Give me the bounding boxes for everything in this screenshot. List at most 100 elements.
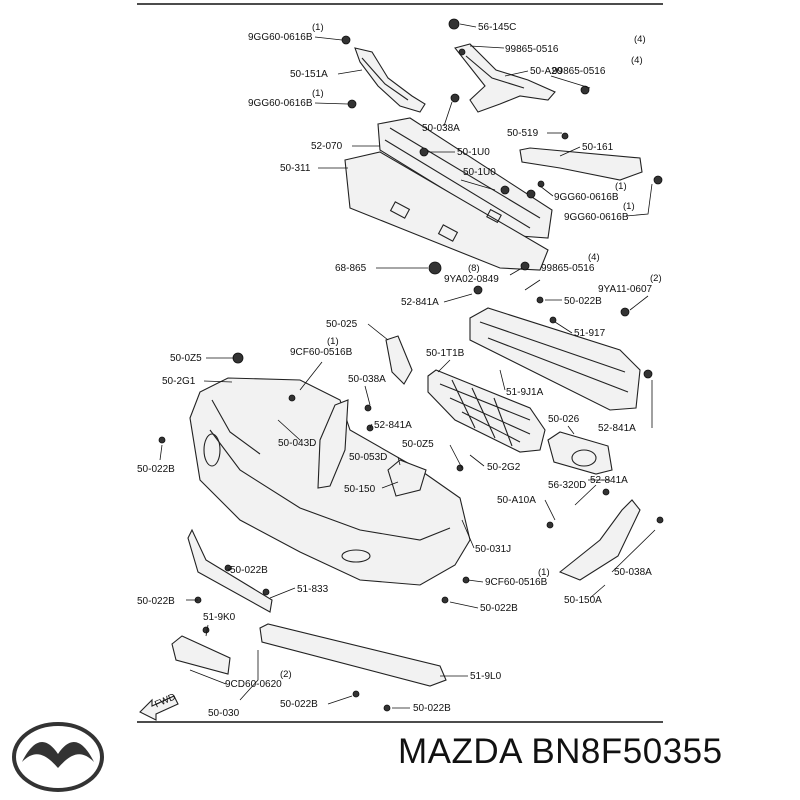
callout-quantity: (2) [280,669,292,680]
lower-lip-left [187,528,273,613]
callout-part-code: 50-022B [230,565,268,576]
leader-line [449,444,463,469]
leader-line [369,423,373,429]
leader-line [443,293,473,303]
callout-part-code: 50-161 [582,142,614,153]
clip-dot [419,147,429,157]
callout-part-code: 50-0Z5 [402,439,434,450]
callout-quantity: (4) [588,252,600,263]
leader-line [364,385,371,406]
fwd-arrow: FWD [139,691,179,721]
callout-part-code: 50-022B [137,596,175,607]
bolt-dot [262,588,270,596]
brand-part-number: MAZDA BN8F50355 [398,732,723,772]
callout-part-code: 50-0Z5 [170,353,202,364]
leader-line [299,361,323,391]
lower-lip-center [259,623,447,687]
tow-hook-cover [171,635,231,675]
retainer-bracket [387,459,427,497]
callout-quantity: (1) [615,181,627,192]
bolt-dot [520,261,530,271]
callout-part-code: 50-038A [422,123,460,134]
callout-part-code: 56-320D [548,480,586,491]
leader-line [381,481,399,489]
callout-part-code: 52-070 [311,141,343,152]
callout-part-code: 50-519 [507,128,539,139]
callout-part-code: 9GG60-0616B [564,212,629,223]
leader-line [504,70,529,77]
leader-line [205,624,209,637]
leader-line [574,484,597,506]
part-number: BN8F50355 [531,732,723,771]
callout-part-code: 9CF60-0516B [485,577,548,588]
callout-part-code: 50-150 [344,484,376,495]
callout-part-code: 50-022B [564,296,602,307]
leader-line [544,499,556,521]
leader-line [437,359,451,373]
clip-dot [473,285,483,295]
leader-line [629,295,649,311]
side-support-left [317,399,349,489]
reinforcement-beam [377,117,553,239]
bolt-dot [158,436,166,444]
callout-part-code: 50-030 [208,708,240,719]
callout-quantity: (8) [468,263,480,274]
callout-part-code: 50-043D [278,438,316,449]
leader-lines [159,23,656,709]
bolt-dot [602,488,610,496]
leader-line [239,650,259,701]
callout-part-code: 99865-0516 [541,263,595,274]
brand-name: MAZDA [398,732,522,771]
lower-absorber [469,307,641,411]
clip-dot [643,369,653,379]
mazda-logo-icon [12,722,104,792]
fog-cover-left [385,335,413,385]
leader-line [625,183,653,217]
leader-line [189,669,227,685]
callout-labels: 9GG60-0616B(1)56-145C99865-0516(4)50-151… [137,22,662,719]
callout-part-code: 50-150A [564,595,602,606]
callout-part-code: 50-022B [137,464,175,475]
callout-quantity: (1) [327,336,339,347]
leader-line [524,279,541,291]
bolt-dot [352,690,360,698]
callout-part-code: 9CF60-0516B [290,347,353,358]
upper-bracket-left [341,35,426,113]
callout-part-code: 51-9J1A [506,387,544,398]
callout-part-code: 56-145C [478,22,516,33]
bolt-dot [656,516,664,524]
callout-quantity: (4) [634,34,646,45]
callout-part-code: 99865-0516 [505,44,559,55]
callout-part-code: 50-1T1B [426,348,465,359]
callout-part-code: 50-026 [548,414,580,425]
leader-line [459,23,477,28]
leader-line [227,567,233,571]
leader-line [277,419,301,441]
callout-part-code: 9YA11-0607 [598,284,653,295]
callout-quantity: (1) [623,201,635,212]
upper-bracket-right [448,18,590,140]
leader-line [611,529,656,573]
leader-line [469,454,485,467]
leader-line [327,695,353,705]
leader-line [449,601,479,609]
leader-line [499,369,506,391]
callout-part-code: 50-031J [475,544,511,555]
clip-dot [232,352,244,364]
center-grille [427,369,546,453]
leader-line [554,321,573,334]
callout-part-code: 50-038A [348,374,386,385]
callout-part-code: 9GG60-0616B [248,98,313,109]
energy-absorber [344,151,549,271]
callout-part-code: 9CD60-0620 [225,679,282,690]
leader-line [539,185,554,197]
side-support-right [558,499,641,581]
leader-line [337,69,363,75]
callout-part-code: 50-025 [326,319,358,330]
callout-quantity: (1) [538,567,550,578]
callout-part-code: 68-865 [335,263,367,274]
callout-part-code: 52-841A [374,420,412,431]
leader-line [589,584,606,599]
bolt-dot [549,316,557,324]
